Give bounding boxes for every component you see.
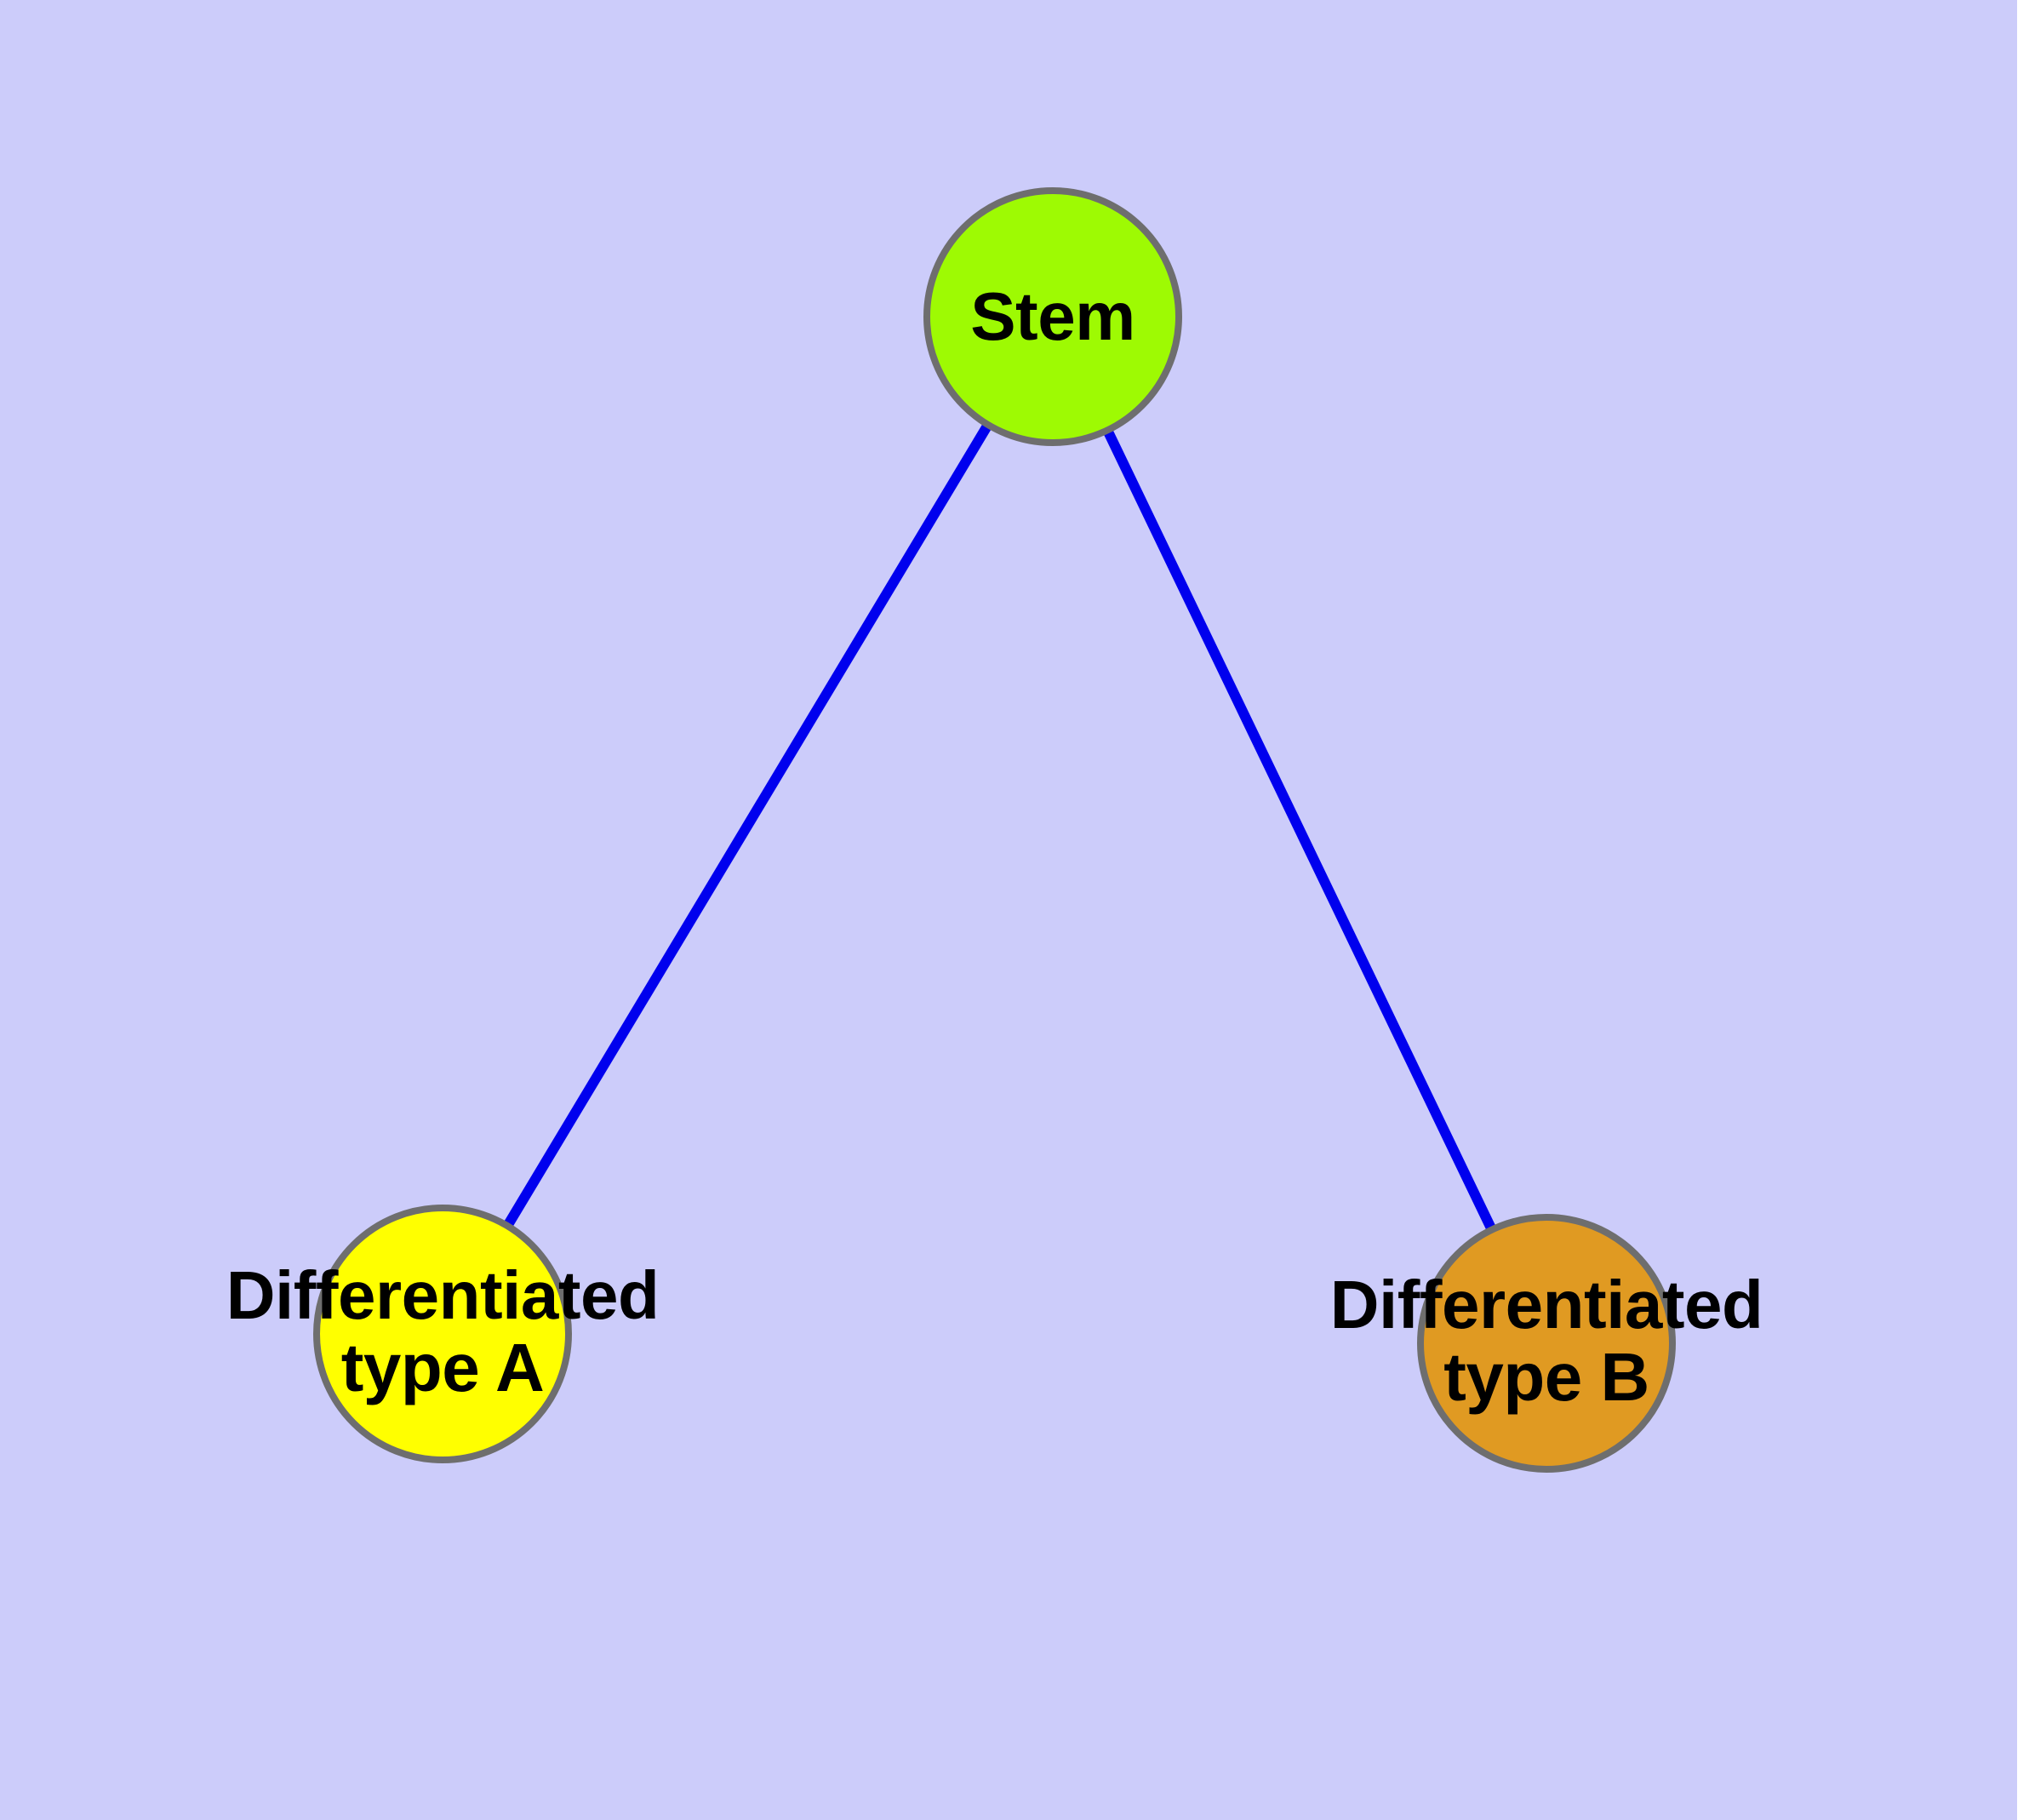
edge-stem-to-differentiated-type-a[interactable] <box>437 313 1058 1337</box>
node-layer <box>313 187 1676 1473</box>
edge-stem-to-differentiated-type-b[interactable] <box>1048 314 1552 1346</box>
node-stem[interactable] <box>923 187 1182 446</box>
edge-layer <box>437 313 1552 1346</box>
node-differentiated-type-a[interactable] <box>313 1205 572 1463</box>
node-differentiated-type-b[interactable] <box>1417 1214 1676 1473</box>
